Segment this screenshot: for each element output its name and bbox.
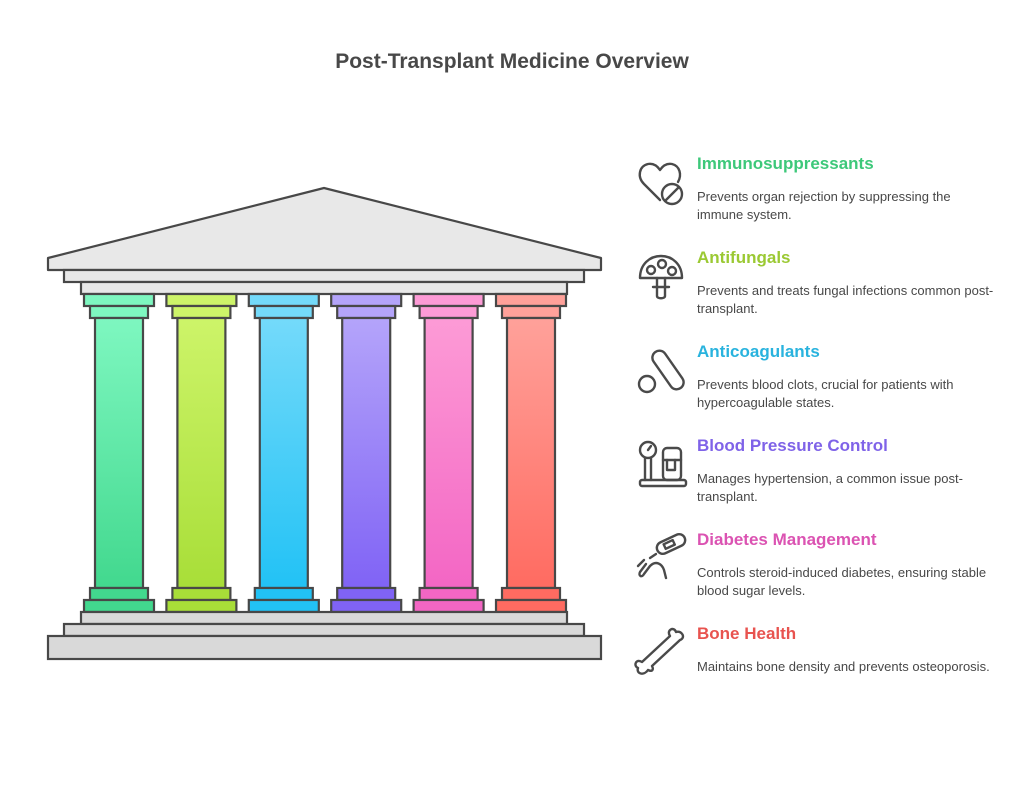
temple-roof [46, 186, 603, 296]
pillar-diabetes-management [412, 292, 485, 614]
temple-diagram [46, 186, 603, 661]
pillar-shaft [93, 316, 145, 590]
pillar-base-top [336, 586, 397, 602]
base-step-bottom [46, 634, 603, 661]
pillar-base-bottom [82, 598, 156, 614]
diagram-title: Post-Transplant Medicine Overview [335, 50, 689, 73]
temple-columns [82, 292, 568, 614]
legend-item-title: Immunosuppressants [697, 154, 874, 173]
legend-item-description: Controls steroid-induced diabetes, ensur… [697, 565, 987, 598]
pillar-base-bottom [412, 598, 485, 614]
legend-item-description: Prevents organ rejection by suppressing … [697, 189, 951, 222]
pillar-base-top [253, 586, 314, 602]
pillar-capital-top [412, 292, 485, 308]
pillar-base-top [418, 586, 479, 602]
bone-icon [634, 627, 685, 675]
entablature-lower [79, 280, 569, 296]
legend-item-title: Diabetes Management [697, 530, 877, 549]
pillar-antifungals [165, 292, 238, 614]
pillar-base-bottom [247, 598, 320, 614]
bp-monitor-icon [638, 440, 688, 488]
pillar-capital-bottom [418, 304, 479, 320]
pillar-shaft [176, 316, 227, 590]
legend-item-title: Bone Health [697, 624, 797, 643]
legend-item-title: Anticoagulants [697, 342, 820, 361]
glucose-meter-icon [636, 532, 687, 580]
legend-item-description: Prevents blood clots, crucial for patien… [697, 377, 954, 410]
legend-item-title: Blood Pressure Control [697, 436, 888, 455]
legend-item-description: Manages hypertension, a common issue pos… [697, 471, 963, 504]
pillar-base-bottom [165, 598, 238, 614]
heart-prohibited-icon [638, 162, 684, 206]
pill-icon [637, 349, 685, 394]
base-step-middle [62, 622, 586, 638]
pillar-base-top [88, 586, 150, 602]
entablature-upper [62, 268, 586, 284]
pillar-capital-bottom [88, 304, 150, 320]
pediment [46, 186, 603, 272]
pillar-capital-top [165, 292, 238, 308]
pillar-base-top [171, 586, 232, 602]
pillar-shaft [505, 316, 557, 590]
pillar-immunosuppressants [82, 292, 156, 614]
legend-item-description: Maintains bone density and prevents oste… [697, 659, 990, 674]
base-step-top [79, 610, 569, 626]
pillar-capital-top [247, 292, 320, 308]
pillar-capital-bottom [336, 304, 397, 320]
pillar-bone-health [494, 292, 568, 614]
pillar-base-bottom [494, 598, 568, 614]
pillar-capital-top [494, 292, 568, 308]
legend-item-description: Prevents and treats fungal infections co… [697, 283, 994, 316]
pillar-capital-bottom [500, 304, 562, 320]
pillar-capital-top [330, 292, 403, 308]
pillar-base-bottom [330, 598, 403, 614]
pillar-base-top [500, 586, 562, 602]
mushroom-icon [638, 254, 684, 300]
legend-item-title: Antifungals [697, 248, 791, 267]
pillar-shaft [423, 316, 474, 590]
pillar-anticoagulants [247, 292, 320, 614]
temple-base [46, 610, 603, 661]
pillar-shaft [341, 316, 392, 590]
pillar-capital-bottom [171, 304, 232, 320]
pillar-capital-bottom [253, 304, 314, 320]
pillar-shaft [258, 316, 309, 590]
pillar-blood-pressure-control [330, 292, 403, 614]
pillar-capital-top [82, 292, 156, 308]
